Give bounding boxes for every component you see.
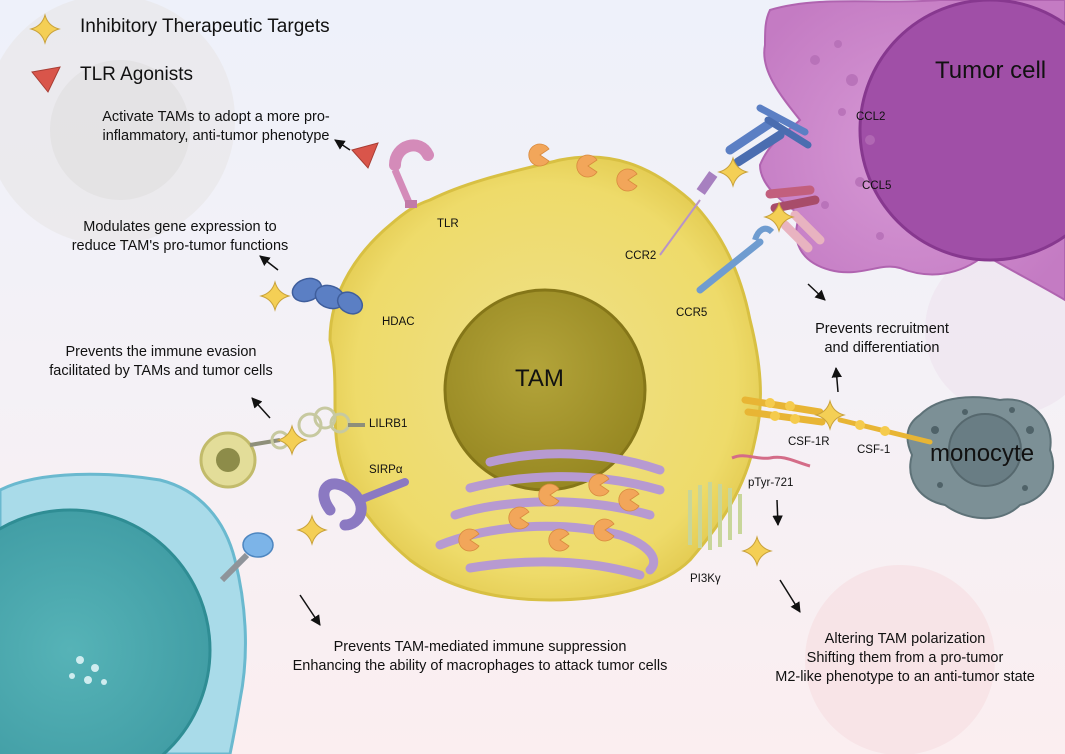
ccl2-label: CCL2	[856, 111, 886, 123]
sirpa-label: SIRPα	[369, 464, 403, 476]
csf1r-label: CSF-1R	[788, 436, 830, 448]
lilrb1-label: LILRB1	[369, 418, 408, 430]
monocyte-nucleus	[948, 413, 1022, 487]
ligand-cell-nucleus	[216, 448, 240, 472]
tumor-cell-label: Tumor cell	[935, 57, 1047, 84]
ccr5-receptor	[696, 225, 775, 294]
cd47-ligand	[219, 532, 274, 583]
pi3k-coil	[688, 482, 742, 550]
ptyr-label: pTyr-721	[748, 477, 794, 489]
hdac-effect-line-2: reduce TAM's pro-tumor functions	[71, 237, 289, 254]
tumor-cell-nucleus	[858, 0, 1065, 262]
pi3k-effect-line-3: M2-like phenotype to an anti-tumor state	[775, 668, 1035, 685]
lilrb1-effect-line-1: Prevents the immune evasion	[65, 344, 257, 360]
monocyte-label: monocyte	[930, 440, 1035, 467]
lilrb1-effect-line-2: facilitated by TAMs and tumor cells	[49, 362, 273, 379]
tlr-receptor	[389, 139, 434, 208]
ccr5-label: CCR5	[676, 307, 708, 319]
tlr-agonist-icon	[351, 142, 379, 169]
tumor-vesicles	[810, 40, 884, 240]
ccr2-label: CCR2	[625, 250, 657, 262]
faded-cell-right	[925, 245, 1065, 415]
ccl2-ligand	[725, 104, 812, 167]
ccr-effect-line-2: and differentiation	[824, 339, 940, 356]
pi3k-label: PI3Kγ	[690, 573, 721, 585]
pi3k-effect-line-2: Shifting them from a pro-tumor	[806, 649, 1004, 666]
legend-tlr-label: TLR Agonists	[80, 64, 193, 85]
csf1-ligand	[837, 417, 933, 445]
t-cell-granules	[69, 656, 107, 685]
lilrb1-receptor	[297, 406, 365, 438]
hdac-effect-text: Modulates gene expression to reduce TAM'…	[55, 218, 305, 256]
ccl5-label: CCL5	[862, 180, 892, 192]
csf1-label: CSF-1	[857, 444, 891, 456]
hdac-effect-line-1: Modulates gene expression to	[83, 219, 277, 235]
tlr-effect-line-1: Activate TAMs to adopt a more pro-	[102, 109, 330, 125]
tlr-effect-text: Activate TAMs to adopt a more pro- infla…	[86, 108, 346, 146]
hdac-molecule	[291, 277, 364, 315]
tlr-agonist-legend-icon	[31, 66, 61, 93]
sirpa-effect-text: Prevents TAM-mediated immune suppression…	[280, 638, 680, 676]
csf1r-receptor	[741, 396, 826, 426]
ccr2-receptor	[659, 171, 718, 256]
pi3k-effect-line-1: Altering TAM polarization	[824, 631, 986, 647]
pi3k-effect-text: Altering TAM polarization Shifting them …	[765, 630, 1045, 687]
monocyte-granules	[931, 407, 1034, 491]
ccl5-ligand	[765, 185, 825, 253]
faded-nucleus-top-left	[50, 60, 190, 200]
pTyr-signal	[731, 454, 811, 468]
ccr-effect-line-1: Prevents recruitment	[815, 321, 949, 337]
lilrb1-effect-text: Prevents the immune evasion facilitated …	[26, 343, 296, 381]
tam-label: TAM	[515, 365, 564, 392]
ligand-stalk	[249, 438, 281, 447]
sirpa-effect-line-2: Enhancing the ability of macrophages to …	[292, 657, 668, 674]
hdac-label: HDAC	[382, 316, 415, 328]
tlr-label: TLR	[437, 218, 459, 230]
sirpa-effect-line-1: Prevents TAM-mediated immune suppression	[333, 639, 627, 655]
legend-inhibitory-label: Inhibitory Therapeutic Targets	[80, 16, 330, 37]
tlr-effect-line-2: inflammatory, anti-tumor phenotype	[102, 127, 330, 144]
sirpa-receptor	[318, 478, 409, 531]
ccr-effect-text: Prevents recruitment and differentiation	[802, 320, 962, 358]
arrows	[251, 139, 843, 626]
faded-cell-bottom-right	[805, 565, 995, 754]
t-cell-nucleus	[0, 508, 212, 754]
